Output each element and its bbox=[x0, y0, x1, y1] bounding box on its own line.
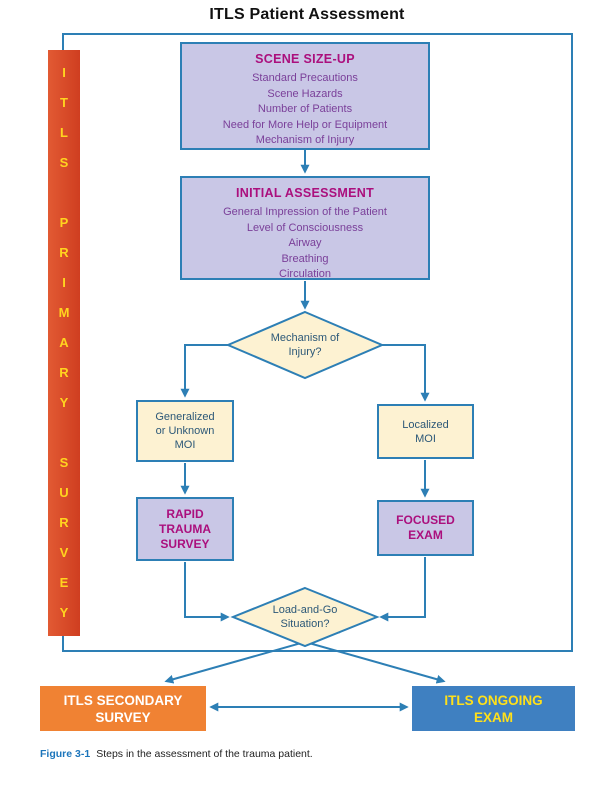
focused-exam-box: FOCUSED EXAM bbox=[377, 500, 474, 556]
primary-survey-label: I T L S P R I M A R Y S U R V E Y bbox=[58, 65, 70, 620]
scene-item: Need for More Help or Equipment bbox=[222, 118, 388, 131]
initial-item: Circulation bbox=[279, 268, 331, 280]
scene-size-up-title: SCENE SIZE-UP bbox=[255, 52, 355, 66]
primary-survey-bar: I T L S P R I M A R Y S U R V E Y bbox=[48, 50, 80, 636]
rapid-trauma-survey-label: RAPID TRAUMA SURVEY bbox=[159, 506, 211, 551]
initial-item: Airway bbox=[288, 237, 322, 249]
initial-item: Breathing bbox=[281, 252, 329, 265]
scene-item: Scene Hazards bbox=[267, 87, 343, 100]
itls-secondary-survey-label: ITLS SECONDARY SURVEY bbox=[63, 692, 183, 725]
initial-item: General Impression of the Patient bbox=[223, 206, 387, 218]
scene-item: Standard Precautions bbox=[252, 72, 358, 84]
focused-exam-label: FOCUSED EXAM bbox=[396, 513, 455, 542]
page-title: ITLS Patient Assessment bbox=[209, 6, 405, 23]
rapid-trauma-survey-box: RAPID TRAUMA SURVEY bbox=[136, 497, 234, 561]
itls-ongoing-exam-label: ITLS ONGOING EXAM bbox=[444, 692, 543, 725]
scene-item: Number of Patients bbox=[257, 103, 353, 115]
localized-moi-label: Localized MOI bbox=[402, 418, 449, 445]
initial-assessment-title: INITIAL ASSESSMENT bbox=[235, 186, 375, 200]
generalized-moi-box: Generalized or Unknown MOI bbox=[136, 400, 234, 462]
localized-moi-box: Localized MOI bbox=[377, 404, 474, 459]
figure-caption-number: Figure 3-1 bbox=[40, 748, 91, 760]
figure-caption: Figure 3-1 Steps in the assessment of the… bbox=[40, 748, 313, 760]
scene-item: Mechanism of Injury bbox=[255, 134, 355, 146]
scene-size-up-box: SCENE SIZE-UP Standard Precautions Scene… bbox=[180, 42, 430, 150]
initial-item: Level of Consciousness bbox=[246, 221, 364, 234]
itls-ongoing-exam-box: ITLS ONGOING EXAM bbox=[412, 686, 575, 731]
initial-assessment-box: INITIAL ASSESSMENT General Impression of… bbox=[180, 176, 430, 280]
generalized-moi-label: Generalized or Unknown MOI bbox=[155, 411, 215, 451]
figure-caption-text: Steps in the assessment of the trauma pa… bbox=[96, 748, 313, 760]
itls-secondary-survey-box: ITLS SECONDARY SURVEY bbox=[40, 686, 206, 731]
